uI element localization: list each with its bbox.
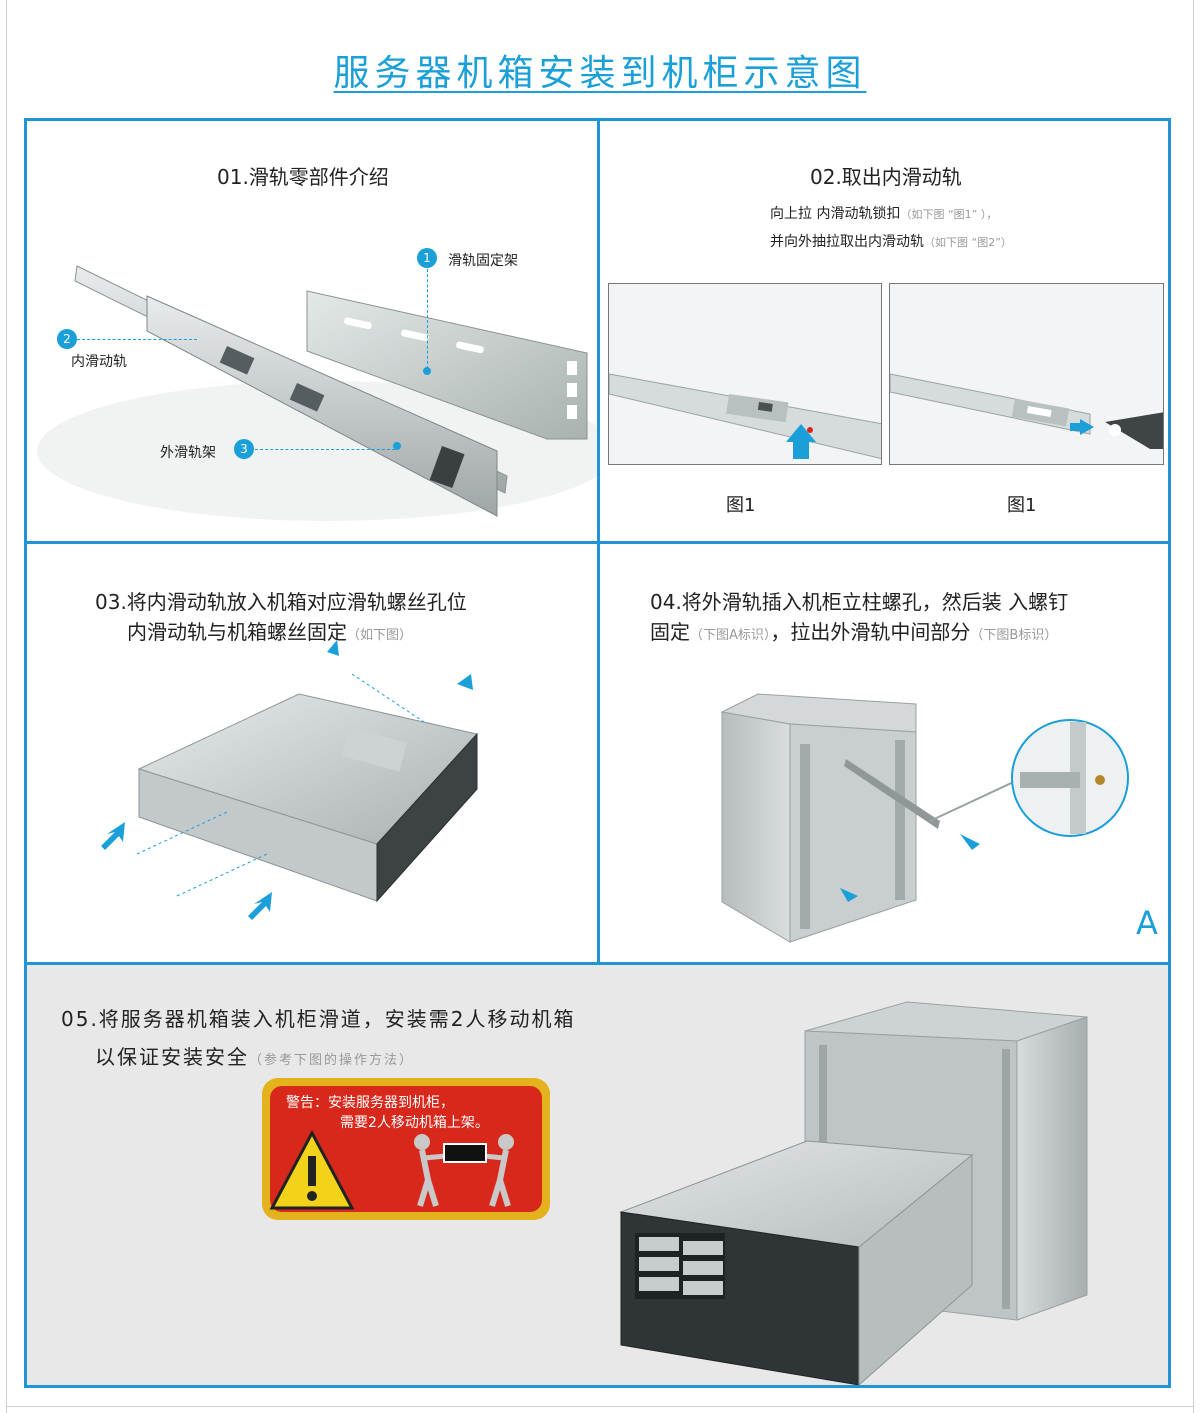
step2-instruction-2-note: （如下图 “图2”） [924, 236, 1012, 249]
server-into-cabinet-illustration [619, 1001, 1088, 1385]
step2-instruction-1: 向上拉 内滑动轨锁扣（如下图 “图1” ）， [770, 203, 997, 223]
step5-title-note: （参考下图的操作方法） [249, 1053, 415, 1068]
page-border-bottom [6, 1406, 1194, 1407]
grid-divider-row1 [27, 541, 1168, 544]
step4-note-b: （下图B标识） [970, 628, 1058, 643]
step3-title-line2-text: 内滑动轨与机箱螺丝固定 [127, 620, 347, 644]
part-2-badge: 2 [57, 329, 77, 349]
step5-title-line2: 以保证安装安全（参考下图的操作方法） [95, 1041, 414, 1070]
step5-title-line1: 05.将服务器机箱装入机柜滑道，安装需2人移动机箱 [61, 1007, 576, 1031]
step4-title-line2a: 固定 [650, 620, 690, 644]
two-person-lift-icon [414, 1134, 514, 1207]
part-2-leader [77, 339, 197, 340]
step2-instruction-1-text: 向上拉 内滑动轨锁扣 [770, 206, 901, 222]
part-1-leader [427, 269, 428, 369]
step2-instruction-2: 并向外抽拉取出内滑动轨（如下图 “图2”） [770, 231, 1012, 251]
part-3-badge: 3 [234, 439, 254, 459]
step4-panel: 04.将外滑轨插入机柜立柱螺孔，然后装 入螺钉 固定（下图A标识），拉出外滑轨中… [600, 544, 1168, 962]
marker-b-label-right: B [972, 958, 993, 962]
page-border-right [1193, 0, 1194, 1413]
step4-title-line1: 04.将外滑轨插入机柜立柱螺孔，然后装 入螺钉 [650, 590, 1069, 614]
warning-text-line2: 需要2人移动机箱上架。 [340, 1115, 489, 1131]
step3-title-line1: 03.将内滑动轨放入机箱对应滑轨螺丝孔位 [95, 590, 467, 614]
part-3-leader [255, 449, 395, 450]
page-border-left [6, 0, 7, 1413]
step4-note-a: （下图A标识） [690, 628, 771, 643]
step2-photo-2 [889, 283, 1164, 465]
marker-a-label: A [1136, 904, 1158, 942]
part-3-label: 外滑轨架 [160, 445, 216, 461]
step5-title-line2-text: 以保证安装安全 [95, 1045, 249, 1069]
step4-title-line2: 固定（下图A标识），拉出外滑轨中间部分（下图B标识） [650, 616, 1057, 645]
step2-instruction-2-text: 并向外抽拉取出内滑动轨 [770, 234, 924, 250]
warning-label: 警告：安装服务器到机柜， 需要2人移动机箱上架。 [262, 1078, 550, 1220]
part-1-badge: 1 [417, 248, 437, 268]
step5-panel: 05.将服务器机箱装入机柜滑道，安装需2人移动机箱 以保证安装安全（参考下图的操… [27, 965, 1168, 1385]
page-title: 服务器机箱安装到机柜示意图 [333, 53, 867, 94]
step2-photo-1 [608, 283, 882, 465]
part-2-label: 内滑动轨 [71, 354, 127, 370]
step2-caption-1: 图1 [726, 495, 756, 516]
part-1-label: 滑轨固定架 [448, 253, 518, 269]
step2-panel: 02.取出内滑动轨 向上拉 内滑动轨锁扣（如下图 “图1” ）， 并向外抽拉取出… [600, 121, 1168, 541]
slide-rail-parts-illustration [37, 265, 597, 521]
step1-panel: 01.滑轨零部件介绍 [27, 121, 597, 541]
chassis-rail-mounting-illustration [101, 640, 478, 920]
step4-title-line2b: ，拉出外滑轨中间部分 [770, 620, 971, 644]
warning-triangle-icon [269, 1129, 355, 1210]
step2-title: 02.取出内滑动轨 [810, 165, 962, 189]
rail-lock-photo [609, 373, 881, 460]
instruction-grid: 01.滑轨零部件介绍 [24, 118, 1171, 1388]
grid-divider-row2 [27, 962, 1168, 965]
step2-caption-2: 图1 [1007, 495, 1037, 516]
step3-panel: 03.将内滑动轨放入机箱对应滑轨螺丝孔位 内滑动轨与机箱螺丝固定（如下图） [27, 544, 597, 962]
step2-instruction-1-note: （如下图 “图1” ）， [900, 208, 998, 221]
rail-pull-photo [890, 373, 1163, 449]
step1-title: 01.滑轨零部件介绍 [217, 165, 389, 189]
warning-text-line1: 警告：安装服务器到机柜， [286, 1095, 454, 1111]
step3-title-line2: 内滑动轨与机箱螺丝固定（如下图） [127, 616, 412, 645]
cabinet-rail-install-illustration [720, 693, 1129, 943]
step3-title-note: （如下图） [347, 628, 413, 643]
